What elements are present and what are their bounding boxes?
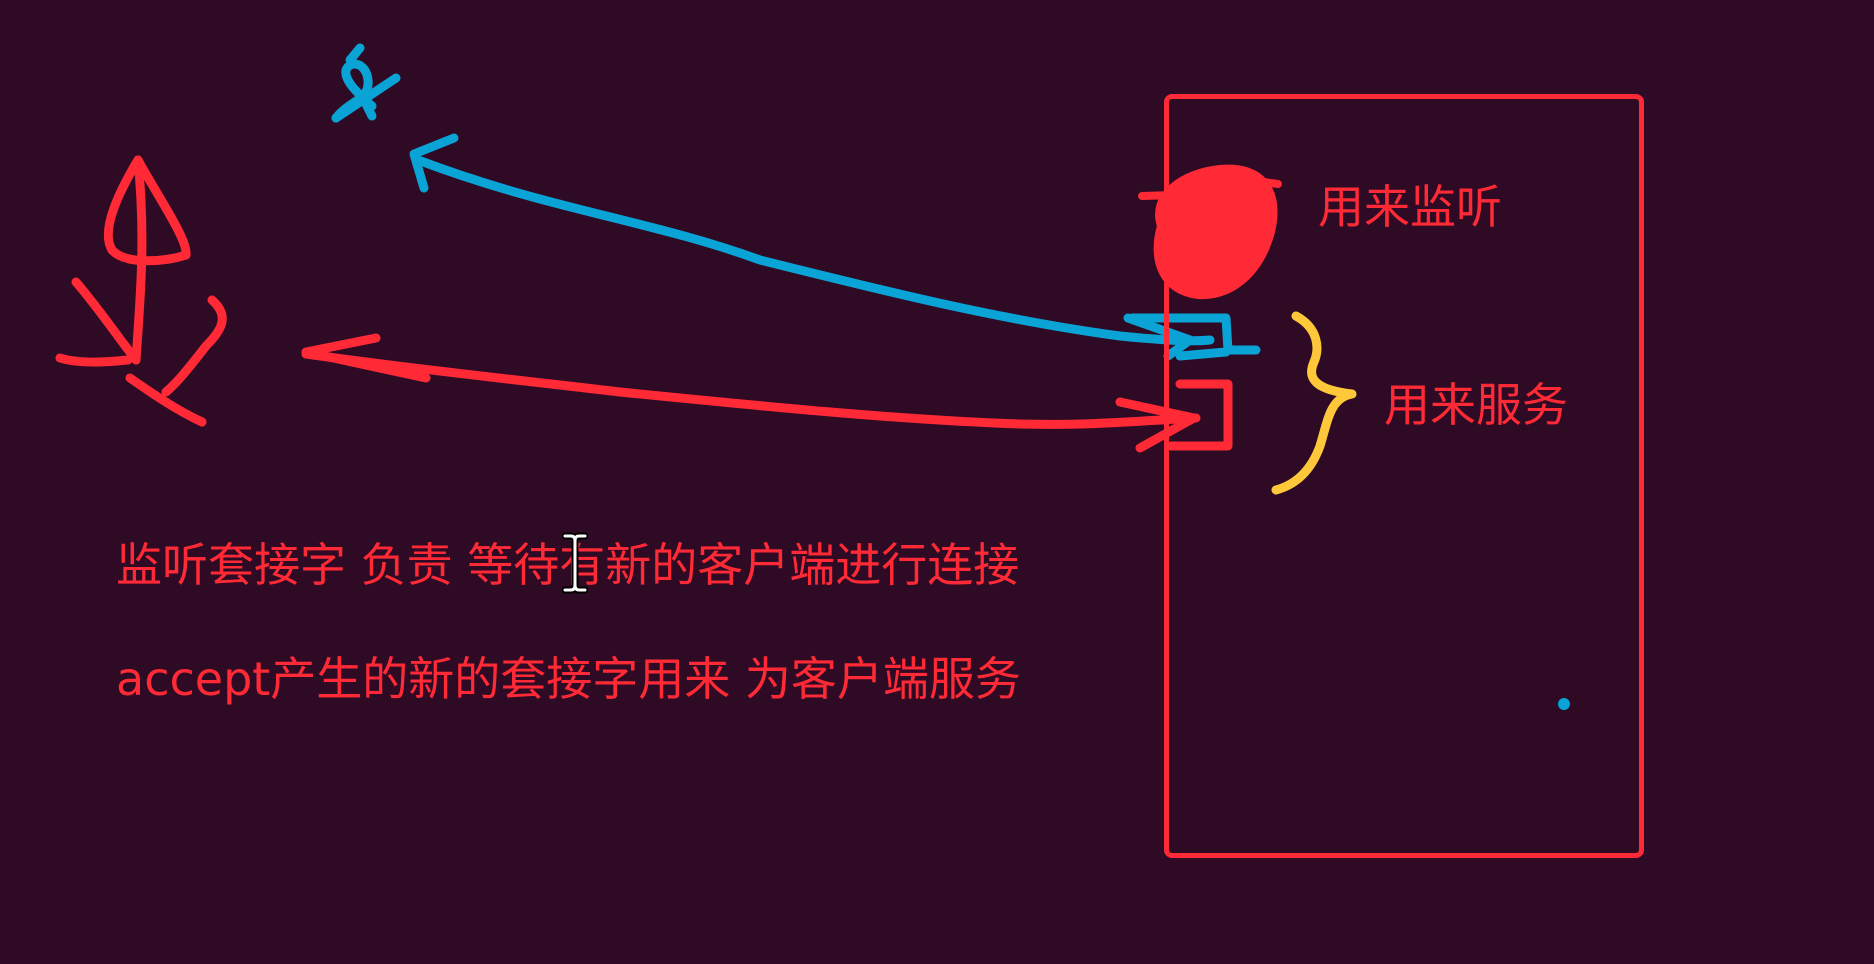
red-connection-arrow: [301, 333, 1233, 453]
red-client-figure: [55, 155, 227, 427]
server-box: [1164, 94, 1644, 858]
note-listening-socket: 监听套接字 负责 等待有新的客户端进行连接: [116, 538, 1020, 592]
listening-socket-blob: [1138, 164, 1282, 300]
yellow-curly-brace: [1271, 311, 1357, 495]
text-cursor-icon: [562, 532, 588, 594]
blue-client-figure: [331, 43, 401, 123]
listen-label: 用来监听: [1318, 180, 1502, 234]
stray-ink-dot: [1558, 698, 1570, 710]
note-accept-socket: accept产生的新的套接字用来 为客户端服务: [116, 652, 1021, 706]
blue-connection-arrow: [409, 133, 1261, 361]
serve-label: 用来服务: [1384, 378, 1568, 432]
